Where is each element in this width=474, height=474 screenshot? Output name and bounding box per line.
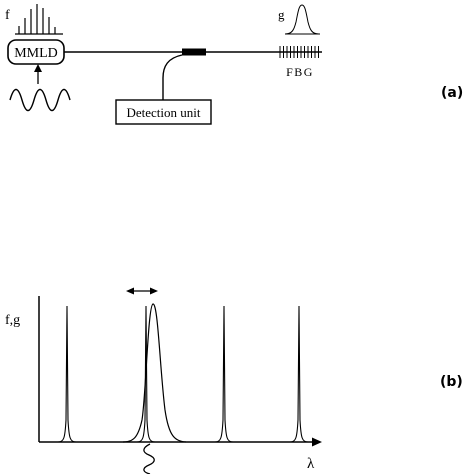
x-axis-label: λ	[307, 456, 315, 472]
laser-mode-peak	[214, 305, 234, 443]
fbg-label: FBG	[286, 65, 314, 79]
fiber-bragg-grating	[279, 46, 319, 58]
x-axis-arrowhead	[312, 437, 322, 447]
panel-a-label: (a)	[441, 85, 463, 101]
laser-mode-spectrum	[15, 4, 63, 35]
branch-fiber	[162, 54, 183, 100]
tuning-double-arrow	[126, 287, 158, 295]
laser-modes	[57, 305, 309, 443]
fiber-coupler	[182, 48, 206, 56]
modulation-sine-wave	[9, 88, 71, 112]
grating-reflection-peak	[122, 303, 187, 443]
laser-mode-peak	[136, 305, 156, 443]
detection-unit-label: Detection unit	[126, 105, 200, 120]
f-label: f	[5, 8, 10, 23]
grating-reflection-spectrum	[284, 4, 320, 35]
detection-unit-box	[115, 99, 212, 125]
panel-b: f,g λ (b)	[5, 287, 463, 474]
laser-mode-peak	[57, 305, 77, 443]
wavelength-modulation-wave	[143, 443, 155, 474]
y-axis-label: f,g	[5, 313, 20, 328]
mmld-label: MMLD	[14, 46, 58, 61]
panel-b-label: (b)	[440, 374, 463, 390]
panel-a: f MMLD Detection unit	[5, 4, 463, 125]
modulation-arrowhead	[34, 64, 42, 72]
laser-mode-peak	[289, 305, 309, 443]
g-label: g	[278, 7, 285, 22]
